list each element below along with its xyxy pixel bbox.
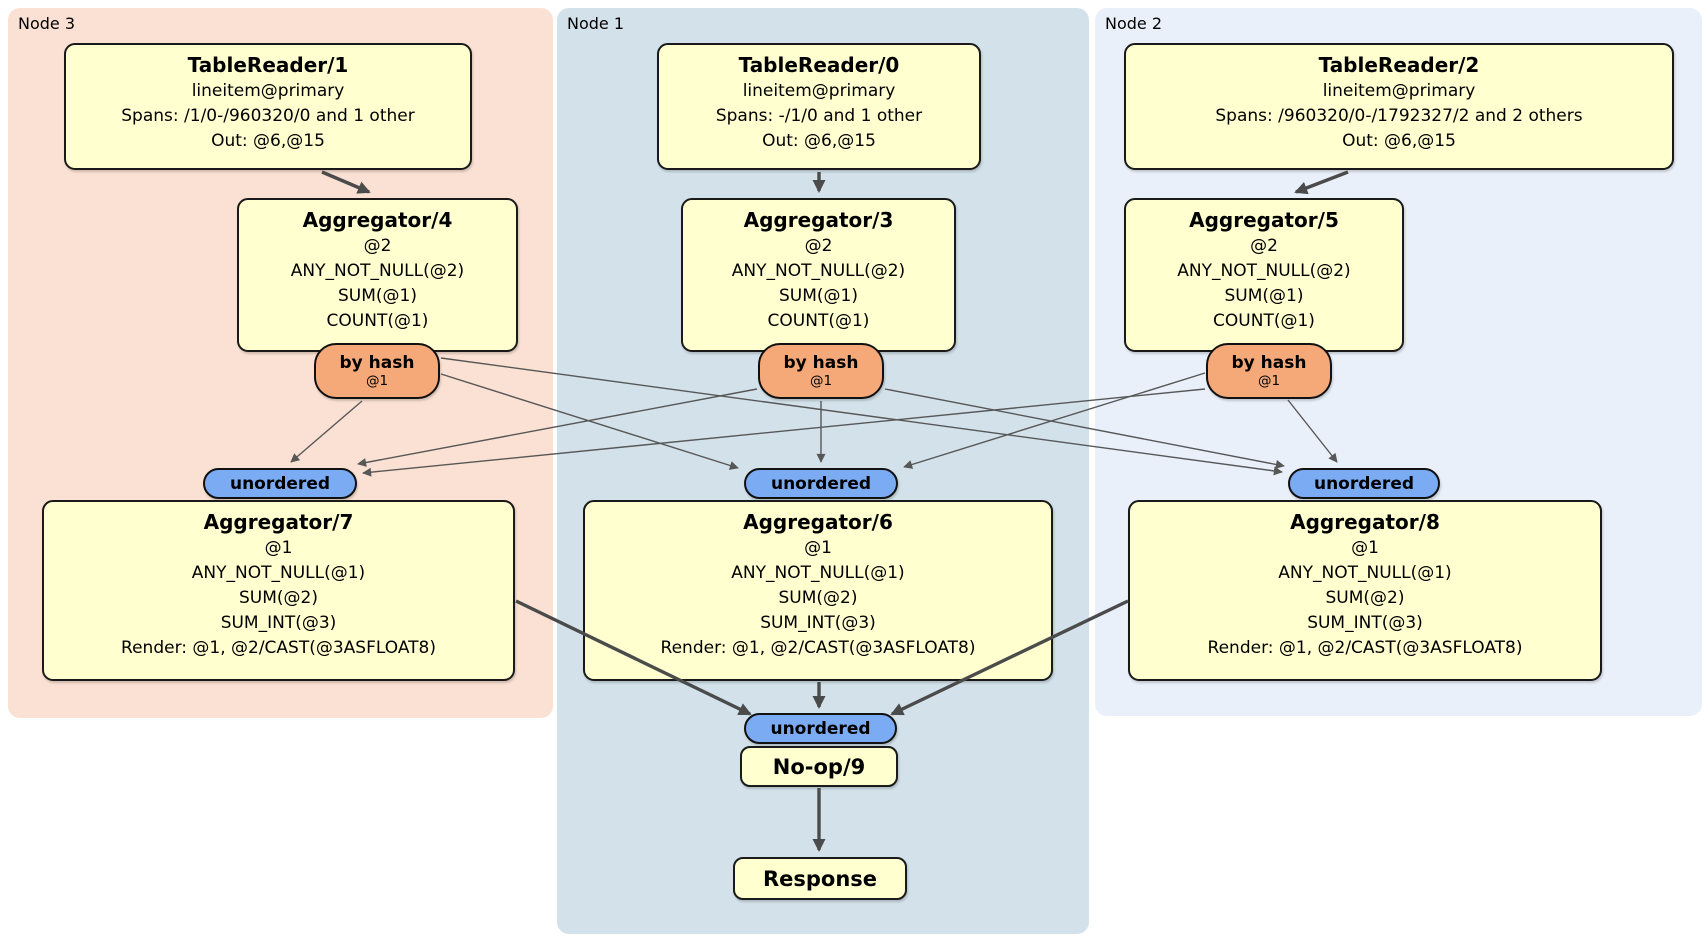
processor-line: Render: @1, @2/CAST(@3ASFLOAT8)	[121, 638, 436, 658]
processor-line: ANY_NOT_NULL(@1)	[731, 563, 905, 583]
processor-line: Spans: -/1/0 and 1 other	[715, 106, 923, 126]
processor-line: SUM(@1)	[1224, 286, 1304, 306]
processor-line: Out: @6,@15	[762, 131, 876, 151]
processor-tablereader-0: TableReader/0 lineitem@primary Spans: -/…	[657, 43, 981, 170]
processor-line: SUM_INT(@3)	[220, 613, 337, 633]
processor-noop-9: No-op/9	[740, 746, 898, 787]
router-by-hash-node2: by hash @1	[1206, 343, 1332, 399]
router-label: by hash	[1231, 353, 1307, 373]
sync-unordered-final: unordered	[744, 713, 897, 744]
processor-line: ANY_NOT_NULL(@2)	[1177, 261, 1351, 281]
router-label: by hash	[783, 353, 859, 373]
processor-line: @1	[1351, 538, 1379, 558]
processor-line: @2	[804, 236, 833, 256]
region-node1-label: Node 1	[567, 14, 625, 33]
processor-line: SUM(@2)	[239, 588, 318, 608]
processor-title: TableReader/0	[738, 53, 900, 77]
router-by-hash-node3: by hash @1	[314, 343, 440, 399]
processor-line: SUM_INT(@3)	[1307, 613, 1423, 633]
processor-title: Aggregator/6	[743, 510, 893, 534]
processor-line: lineitem@primary	[742, 81, 896, 101]
processor-title: Aggregator/7	[203, 510, 354, 534]
processor-line: Render: @1, @2/CAST(@3ASFLOAT8)	[660, 638, 976, 658]
processor-aggregator-7: Aggregator/7 @1 ANY_NOT_NULL(@1) SUM(@2)…	[42, 500, 515, 681]
processor-aggregator-6: Aggregator/6 @1 ANY_NOT_NULL(@1) SUM(@2)…	[583, 500, 1053, 681]
processor-line: @1	[804, 538, 832, 558]
processor-aggregator-5: Aggregator/5 @2 ANY_NOT_NULL(@2) SUM(@1)…	[1124, 198, 1404, 352]
processor-tablereader-1: TableReader/1 lineitem@primary Spans: /1…	[64, 43, 472, 170]
processor-line: ANY_NOT_NULL(@1)	[1278, 563, 1452, 583]
response-node: Response	[733, 857, 907, 900]
processor-line: SUM_INT(@3)	[760, 613, 876, 633]
processor-line: SUM(@1)	[779, 286, 858, 306]
processor-line: @2	[1250, 236, 1278, 256]
processor-line: COUNT(@1)	[767, 311, 870, 331]
processor-line: Out: @6,@15	[1342, 131, 1456, 151]
router-detail: @1	[365, 373, 389, 389]
processor-line: Render: @1, @2/CAST(@3ASFLOAT8)	[1207, 638, 1523, 658]
processor-line: SUM(@2)	[1325, 588, 1405, 608]
processor-title: Aggregator/5	[1189, 208, 1339, 232]
processor-title: Aggregator/3	[743, 208, 894, 232]
processor-tablereader-2: TableReader/2 lineitem@primary Spans: /9…	[1124, 43, 1674, 170]
region-node3-label: Node 3	[18, 14, 76, 33]
processor-title: TableReader/2	[1318, 53, 1480, 77]
router-detail: @1	[1257, 373, 1281, 389]
processor-aggregator-4: Aggregator/4 @2 ANY_NOT_NULL(@2) SUM(@1)…	[237, 198, 518, 352]
processor-line: Spans: /1/0-/960320/0 and 1 other	[121, 106, 415, 126]
processor-line: Spans: /960320/0-/1792327/2 and 2 others	[1215, 106, 1583, 126]
processor-aggregator-8: Aggregator/8 @1 ANY_NOT_NULL(@1) SUM(@2)…	[1128, 500, 1602, 681]
processor-line: SUM(@2)	[778, 588, 858, 608]
processor-line: lineitem@primary	[191, 81, 345, 101]
processor-title: Aggregator/4	[302, 208, 453, 232]
processor-line: lineitem@primary	[1322, 81, 1476, 101]
processor-line: Out: @6,@15	[211, 131, 325, 151]
router-detail: @1	[809, 373, 833, 389]
processor-title: Aggregator/8	[1290, 510, 1440, 534]
region-node2-label: Node 2	[1105, 14, 1163, 33]
sync-unordered-node2: unordered	[1288, 468, 1440, 499]
processor-line: @1	[264, 538, 293, 558]
processor-line: ANY_NOT_NULL(@2)	[290, 261, 465, 281]
processor-line: @2	[363, 236, 392, 256]
processor-line: SUM(@1)	[338, 286, 417, 306]
sync-unordered-node1: unordered	[744, 468, 898, 499]
router-by-hash-node1: by hash @1	[758, 343, 884, 399]
sync-unordered-node3: unordered	[203, 468, 357, 499]
processor-line: ANY_NOT_NULL(@1)	[191, 563, 366, 583]
router-label: by hash	[339, 353, 415, 373]
processor-line: COUNT(@1)	[326, 311, 429, 331]
processor-line: COUNT(@1)	[1213, 311, 1315, 331]
processor-aggregator-3: Aggregator/3 @2 ANY_NOT_NULL(@2) SUM(@1)…	[681, 198, 956, 352]
processor-line: ANY_NOT_NULL(@2)	[731, 261, 906, 281]
processor-title: TableReader/1	[187, 53, 349, 77]
